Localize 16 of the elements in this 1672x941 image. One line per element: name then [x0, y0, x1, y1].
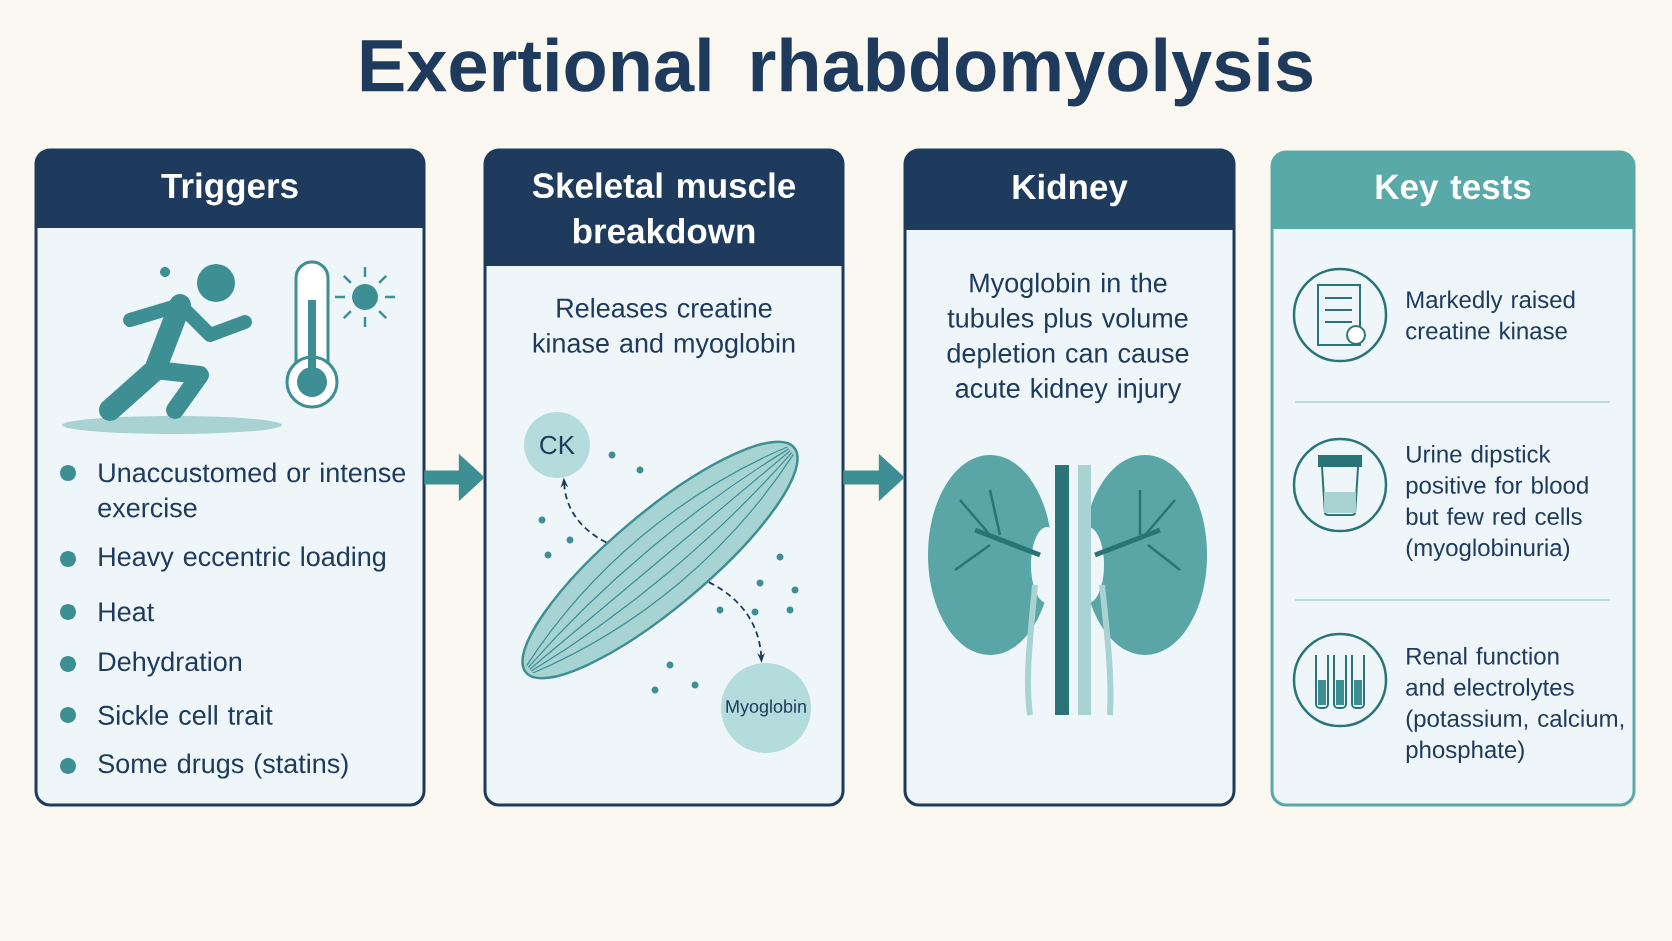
- test-item: Renal function and electrolytes (potassium, calcium, phosphate): [1406, 647, 1624, 763]
- panel-title: Key tests: [1376, 174, 1531, 207]
- bullet-item: Sickle cell trait: [60, 705, 273, 725]
- bullet-item: Unaccustomed or intense exercise: [60, 462, 406, 518]
- description-text: Releases creatine kinase and myoglobin: [533, 297, 795, 359]
- bullet-item: Heat: [60, 602, 155, 622]
- description-text: Myoglobin in the tubules plus volume depletion can cause acute kidney injury: [947, 272, 1189, 404]
- panel-title: Triggers: [161, 172, 298, 206]
- bullet-item: Some drugs (statins): [60, 753, 348, 779]
- panel-title: Skeletal muscle breakdown: [532, 172, 796, 244]
- panel-title: Kidney: [1013, 173, 1128, 207]
- test-item: Urine dipstick positive for blood but few red cells (myoglobinuria): [1406, 445, 1588, 561]
- bullet-item: Dehydration: [60, 651, 241, 677]
- title: Exertional rhabdomyolysis: [361, 37, 1313, 107]
- test-item: Markedly raised creatine kinase: [1406, 290, 1575, 340]
- bullet-item: Heavy eccentric loading: [60, 546, 386, 572]
